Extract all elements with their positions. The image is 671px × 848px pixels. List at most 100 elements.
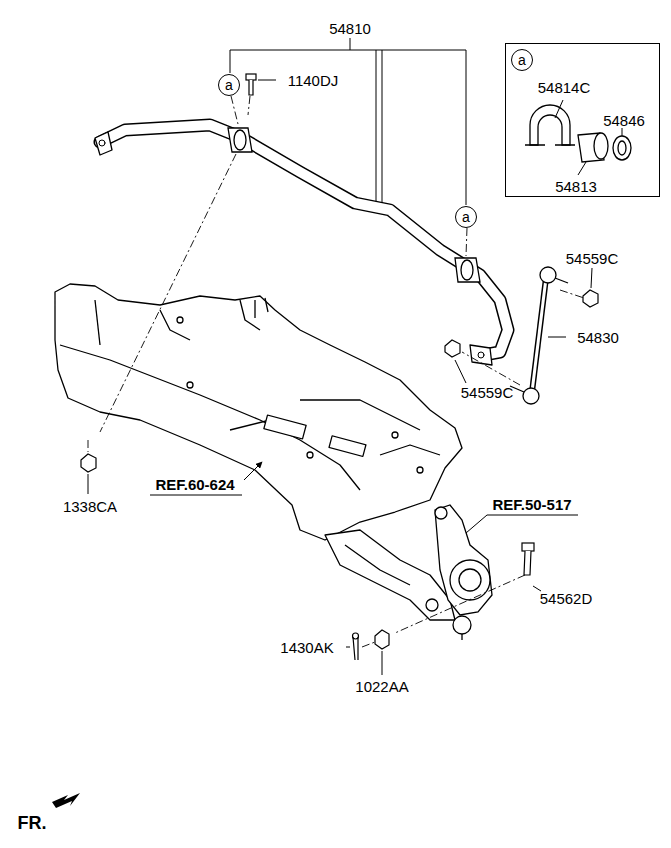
reference-letter: a xyxy=(225,77,233,93)
drawing-shape xyxy=(435,507,447,519)
drawing-shape xyxy=(525,144,575,145)
part-number: 54814C xyxy=(538,80,591,95)
drawing-shape xyxy=(455,258,480,282)
drawing-shape xyxy=(99,140,105,146)
direction-label: FR. xyxy=(18,814,47,832)
drawing-shape xyxy=(591,268,592,288)
drawing-shape xyxy=(555,100,622,175)
drawing-shape xyxy=(382,651,383,675)
part-number: 1140DJ xyxy=(288,73,339,88)
drawing-shape xyxy=(450,560,490,600)
drawing-shape xyxy=(234,130,246,150)
knuckle xyxy=(435,505,492,640)
drawing-shape xyxy=(228,128,252,152)
drawing-shape xyxy=(540,267,556,283)
drawing-shape xyxy=(350,38,351,50)
nuts xyxy=(81,290,598,649)
stabilizer-link xyxy=(510,267,568,404)
drawing-shape xyxy=(325,530,455,620)
drawing-shape xyxy=(613,136,631,160)
cotter-pin xyxy=(353,633,359,660)
drawing-shape xyxy=(462,352,520,385)
drawing-shape xyxy=(300,400,420,430)
drawing-shape xyxy=(417,467,423,473)
drawing-shape xyxy=(380,445,440,455)
part-number: 54559C xyxy=(461,385,514,400)
drawing-shape xyxy=(532,278,546,392)
drawing-shape xyxy=(392,432,398,438)
inset-box: 54814C 54846 54813 a xyxy=(505,43,660,197)
drawing-shape xyxy=(95,132,112,155)
drawing-shape xyxy=(375,630,389,649)
drawing-shape xyxy=(353,637,358,660)
drawing-shape xyxy=(560,290,584,298)
drawing-shape xyxy=(248,96,250,115)
drawing-shape xyxy=(100,125,508,356)
drawing-shape xyxy=(435,505,492,615)
drawing-shape xyxy=(470,345,492,365)
inset-parts xyxy=(525,100,631,175)
part-number: 1338CA xyxy=(63,499,117,514)
drawing-shape xyxy=(583,290,598,307)
drawing-shape xyxy=(255,298,268,318)
drawing-shape xyxy=(353,633,359,639)
reference-circle: a xyxy=(455,206,477,228)
drawing-shape xyxy=(240,300,260,330)
reference-letter: a xyxy=(462,209,470,225)
drawing-shape xyxy=(382,50,383,205)
reference-circle: a xyxy=(511,49,533,71)
drawing-shape xyxy=(60,345,360,490)
drawing-shape xyxy=(100,154,236,432)
drawing-shape xyxy=(618,141,626,155)
drawing-shape xyxy=(95,300,100,345)
bolt xyxy=(522,543,534,575)
drawing-shape xyxy=(55,284,462,540)
drawing-shape xyxy=(150,495,242,496)
drawing-shape xyxy=(345,545,410,585)
drawing-shape xyxy=(88,474,89,494)
drawing-shape xyxy=(523,388,539,404)
drawing-shape xyxy=(187,382,193,388)
reference-label: REF.60-624 xyxy=(155,477,234,492)
part-number: 54562D xyxy=(540,591,593,606)
part-number: 54559C xyxy=(566,251,619,266)
drawing-shape xyxy=(346,647,350,648)
reference-circle: a xyxy=(218,74,240,96)
drawing-shape xyxy=(81,454,96,472)
part-number: 1430AK xyxy=(280,640,333,655)
reference-letter: a xyxy=(518,52,526,68)
lower-arm xyxy=(325,530,455,620)
part-number: 54813 xyxy=(555,179,597,194)
drawing-shape xyxy=(548,337,566,338)
drawing-shape xyxy=(594,133,608,159)
drawing-shape xyxy=(244,462,262,480)
drawing-shape xyxy=(230,50,466,51)
drawing-shape xyxy=(264,415,306,439)
stabilizer-bar xyxy=(95,125,508,365)
bar-bushings xyxy=(228,128,480,282)
bracket-lines xyxy=(230,38,466,205)
drawing-shape xyxy=(532,278,546,392)
drawing-shape xyxy=(466,228,467,256)
drawing-shape xyxy=(524,551,531,575)
drawing-shape xyxy=(376,50,377,203)
drawing-shape xyxy=(461,634,462,640)
drawing-shape xyxy=(426,599,438,611)
bolt xyxy=(246,74,256,95)
drawing-shape xyxy=(461,260,473,280)
drawing-shape xyxy=(231,96,238,124)
part-number: 1022AA xyxy=(355,679,408,694)
drawing-shape xyxy=(530,105,570,145)
part-number: 54830 xyxy=(577,330,619,345)
drawing-shape xyxy=(100,125,508,356)
part-number: 54846 xyxy=(603,113,645,128)
drawing-shape xyxy=(329,436,366,457)
drawing-shape xyxy=(466,515,487,533)
part-number: 54810 xyxy=(329,21,371,36)
drawing-shape xyxy=(459,569,481,591)
drawing-shape xyxy=(395,575,525,633)
crossmember xyxy=(55,284,462,540)
drawing-shape xyxy=(478,352,484,358)
